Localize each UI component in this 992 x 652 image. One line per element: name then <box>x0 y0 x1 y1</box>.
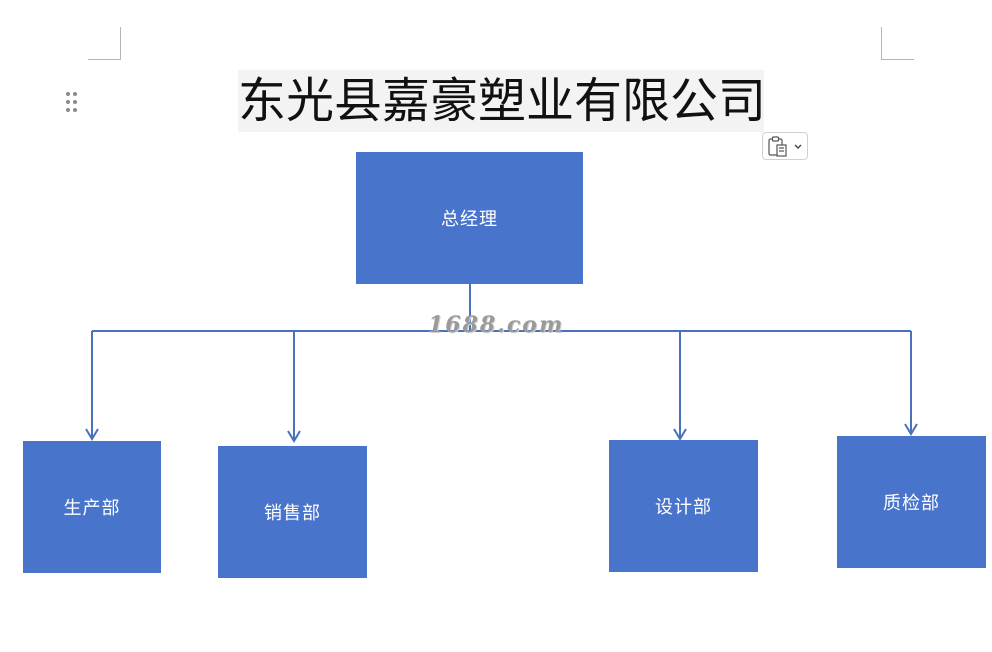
org-node-general-manager[interactable]: 总经理 <box>356 152 583 284</box>
org-node-design[interactable]: 设计部 <box>609 440 758 572</box>
paste-options-button[interactable] <box>762 132 808 160</box>
drag-handle-icon[interactable] <box>65 91 79 113</box>
document-title[interactable]: 东光县嘉豪塑业有限公司 <box>238 70 766 132</box>
chevron-down-icon <box>794 144 802 149</box>
arrowhead-dept-4 <box>904 423 918 436</box>
page-corner-mark-top-right <box>881 27 914 60</box>
org-node-label: 销售部 <box>264 503 321 524</box>
org-node-production[interactable]: 生产部 <box>23 441 161 573</box>
org-node-quality[interactable]: 质检部 <box>837 436 986 568</box>
org-node-sales[interactable]: 销售部 <box>218 446 367 578</box>
arrowhead-dept-2 <box>287 430 301 443</box>
org-node-label: 质检部 <box>883 493 940 514</box>
arrowhead-dept-1 <box>85 428 99 441</box>
arrowhead-dept-3 <box>673 428 687 441</box>
org-node-label: 总经理 <box>441 209 498 230</box>
paste-options-icon <box>768 136 787 157</box>
page-corner-mark-top-left <box>88 27 121 60</box>
org-node-label: 生产部 <box>63 498 121 519</box>
watermark-text: 1688.com <box>428 312 565 338</box>
org-node-label: 设计部 <box>655 497 712 518</box>
